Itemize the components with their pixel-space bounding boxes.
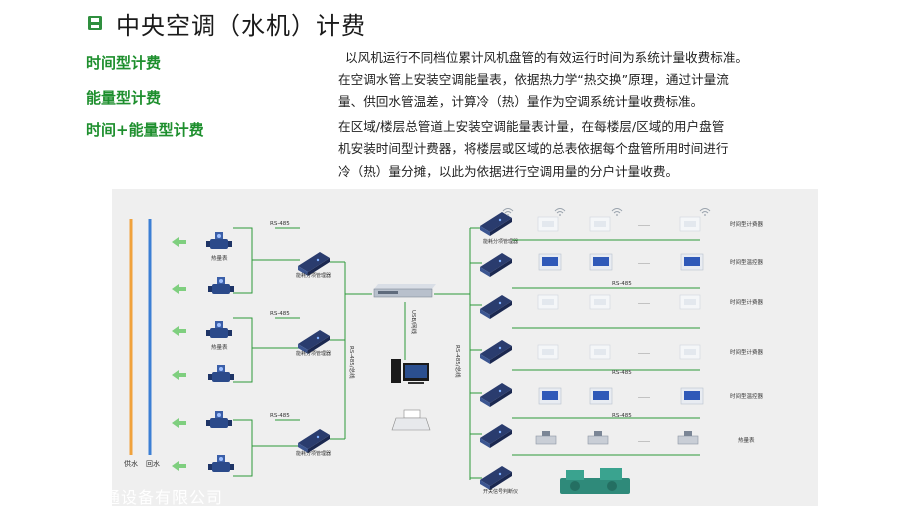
thermostat-icon [538,387,562,405]
billing-panel-icon [537,294,559,310]
row-label: 热量表 [738,436,755,444]
row-label: 时间型温控器 [730,258,764,266]
description-line: 在空调水管上安装空调能量表，依据热力学“热交换”原理，通过计量流 [338,72,729,87]
row-label: 时间型计费器 [730,220,764,228]
rs485-label: RS-485 [612,413,632,419]
flow-arrow-icon [172,370,186,380]
wifi-icon [554,208,566,217]
heat-meter-label: 热量表 [211,254,228,262]
collector-device-icon [480,466,512,490]
description-line: 以风机运行不同档位累计风机盘管的有效运行时间为系统计量收费标准。 [345,50,748,65]
collector-device-icon [480,424,512,448]
billing-panel-icon [589,344,611,360]
mode-energy-billing: 能量型计费 [86,89,162,107]
collector-label: 能耗分项管理器 [296,450,331,457]
heat-meter-icon [677,430,699,445]
billing-panel-icon [537,344,559,360]
company-footer: 控暖通设备有限公司 [70,488,224,507]
description-line: 冷（热）量分摊，以此为依据进行空调用量的分户计量收费。 [338,164,679,179]
heat-meter-icon [208,455,234,472]
collector-device-icon [480,340,512,364]
ellipsis: …… [638,437,650,444]
thermostat-icon [680,253,704,271]
mode-time-energy-billing: 时间+能量型计费 [86,121,204,139]
collector-label: 能耗分项管理器 [296,350,331,357]
rs485-label: RS-485 [270,221,290,227]
description-line: 量、供回水管温差，计算冷（热）量作为空调系统计量收费标准。 [338,94,704,109]
wifi-icon [699,208,711,217]
supply-label: 供水 [124,459,138,468]
billing-panel-icon [679,344,701,360]
rs485-label: RS-485 [270,311,290,317]
collector-device-icon [480,212,512,236]
switch-collector-label: 开关信号判断仪 [483,488,518,495]
heat-meter-icon [206,321,232,338]
heat-meter-icon [208,277,234,294]
thermostat-icon [589,387,613,405]
collector-device-icon [298,429,330,453]
thermostat-icon [680,387,704,405]
flow-arrow-icon [172,326,186,336]
collector-label: 能耗分项管理器 [483,238,518,245]
return-label: 回水 [146,459,160,468]
floppy-disk-icon [88,16,102,30]
flow-arrow-icon [172,237,186,247]
flow-arrow-icon [172,461,186,471]
bus-label: RS-485/总线 [348,346,356,379]
ellipsis: …… [638,393,650,400]
description-line: 在区域/楼层总管道上安装空调能量表计量，在每楼层/区域的用户盘管 [338,119,725,134]
wifi-icon [611,208,623,217]
collector-device-icon [480,383,512,407]
computer-icon [391,359,429,384]
heat-meter-icon [587,430,609,445]
server-icon [373,284,436,298]
ellipsis: …… [638,221,650,228]
heat-meter-icon [208,365,234,382]
flow-arrow-icon [172,418,186,428]
printer-icon [391,409,431,431]
usb-link-label: USB/网线 [410,310,418,335]
thermostat-icon [589,253,613,271]
row-label: 时间型温控器 [730,392,764,400]
chiller-unit-icon [560,468,630,494]
collector-device-icon [480,295,512,319]
row-label: 时间型计费器 [730,298,764,306]
billing-panel-icon [537,216,559,232]
billing-panel-icon [589,216,611,232]
row-label: 时间型计费器 [730,348,764,356]
page-header: 中央空调（水机）计费 [88,6,366,40]
flow-arrow-icon [172,284,186,294]
billing-panel-icon [679,216,701,232]
heat-meter-icon [206,411,232,428]
ellipsis: …… [638,299,650,306]
ellipsis: …… [638,349,650,356]
page-title: 中央空调（水机）计费 [116,11,366,40]
ellipsis: …… [638,259,650,266]
heat-meter-icon [535,430,557,445]
rs485-label: RS-485 [612,370,632,376]
collector-label: 能耗分项管理器 [296,272,331,279]
thermostat-icon [538,253,562,271]
collector-device-icon [480,253,512,277]
rs485-label: RS-485 [612,281,632,287]
rs485-label: RS-485 [270,413,290,419]
billing-panel-icon [679,294,701,310]
heat-meter-icon [206,232,232,249]
mode-time-billing: 时间型计费 [86,54,162,72]
description-line: 机安装时间型计费器，将楼层或区域的总表依据每个盘管所用时间进行 [338,141,729,156]
billing-panel-icon [589,294,611,310]
bus-label: RS-485/总线 [454,345,462,378]
heat-meter-label: 热量表 [211,343,228,351]
